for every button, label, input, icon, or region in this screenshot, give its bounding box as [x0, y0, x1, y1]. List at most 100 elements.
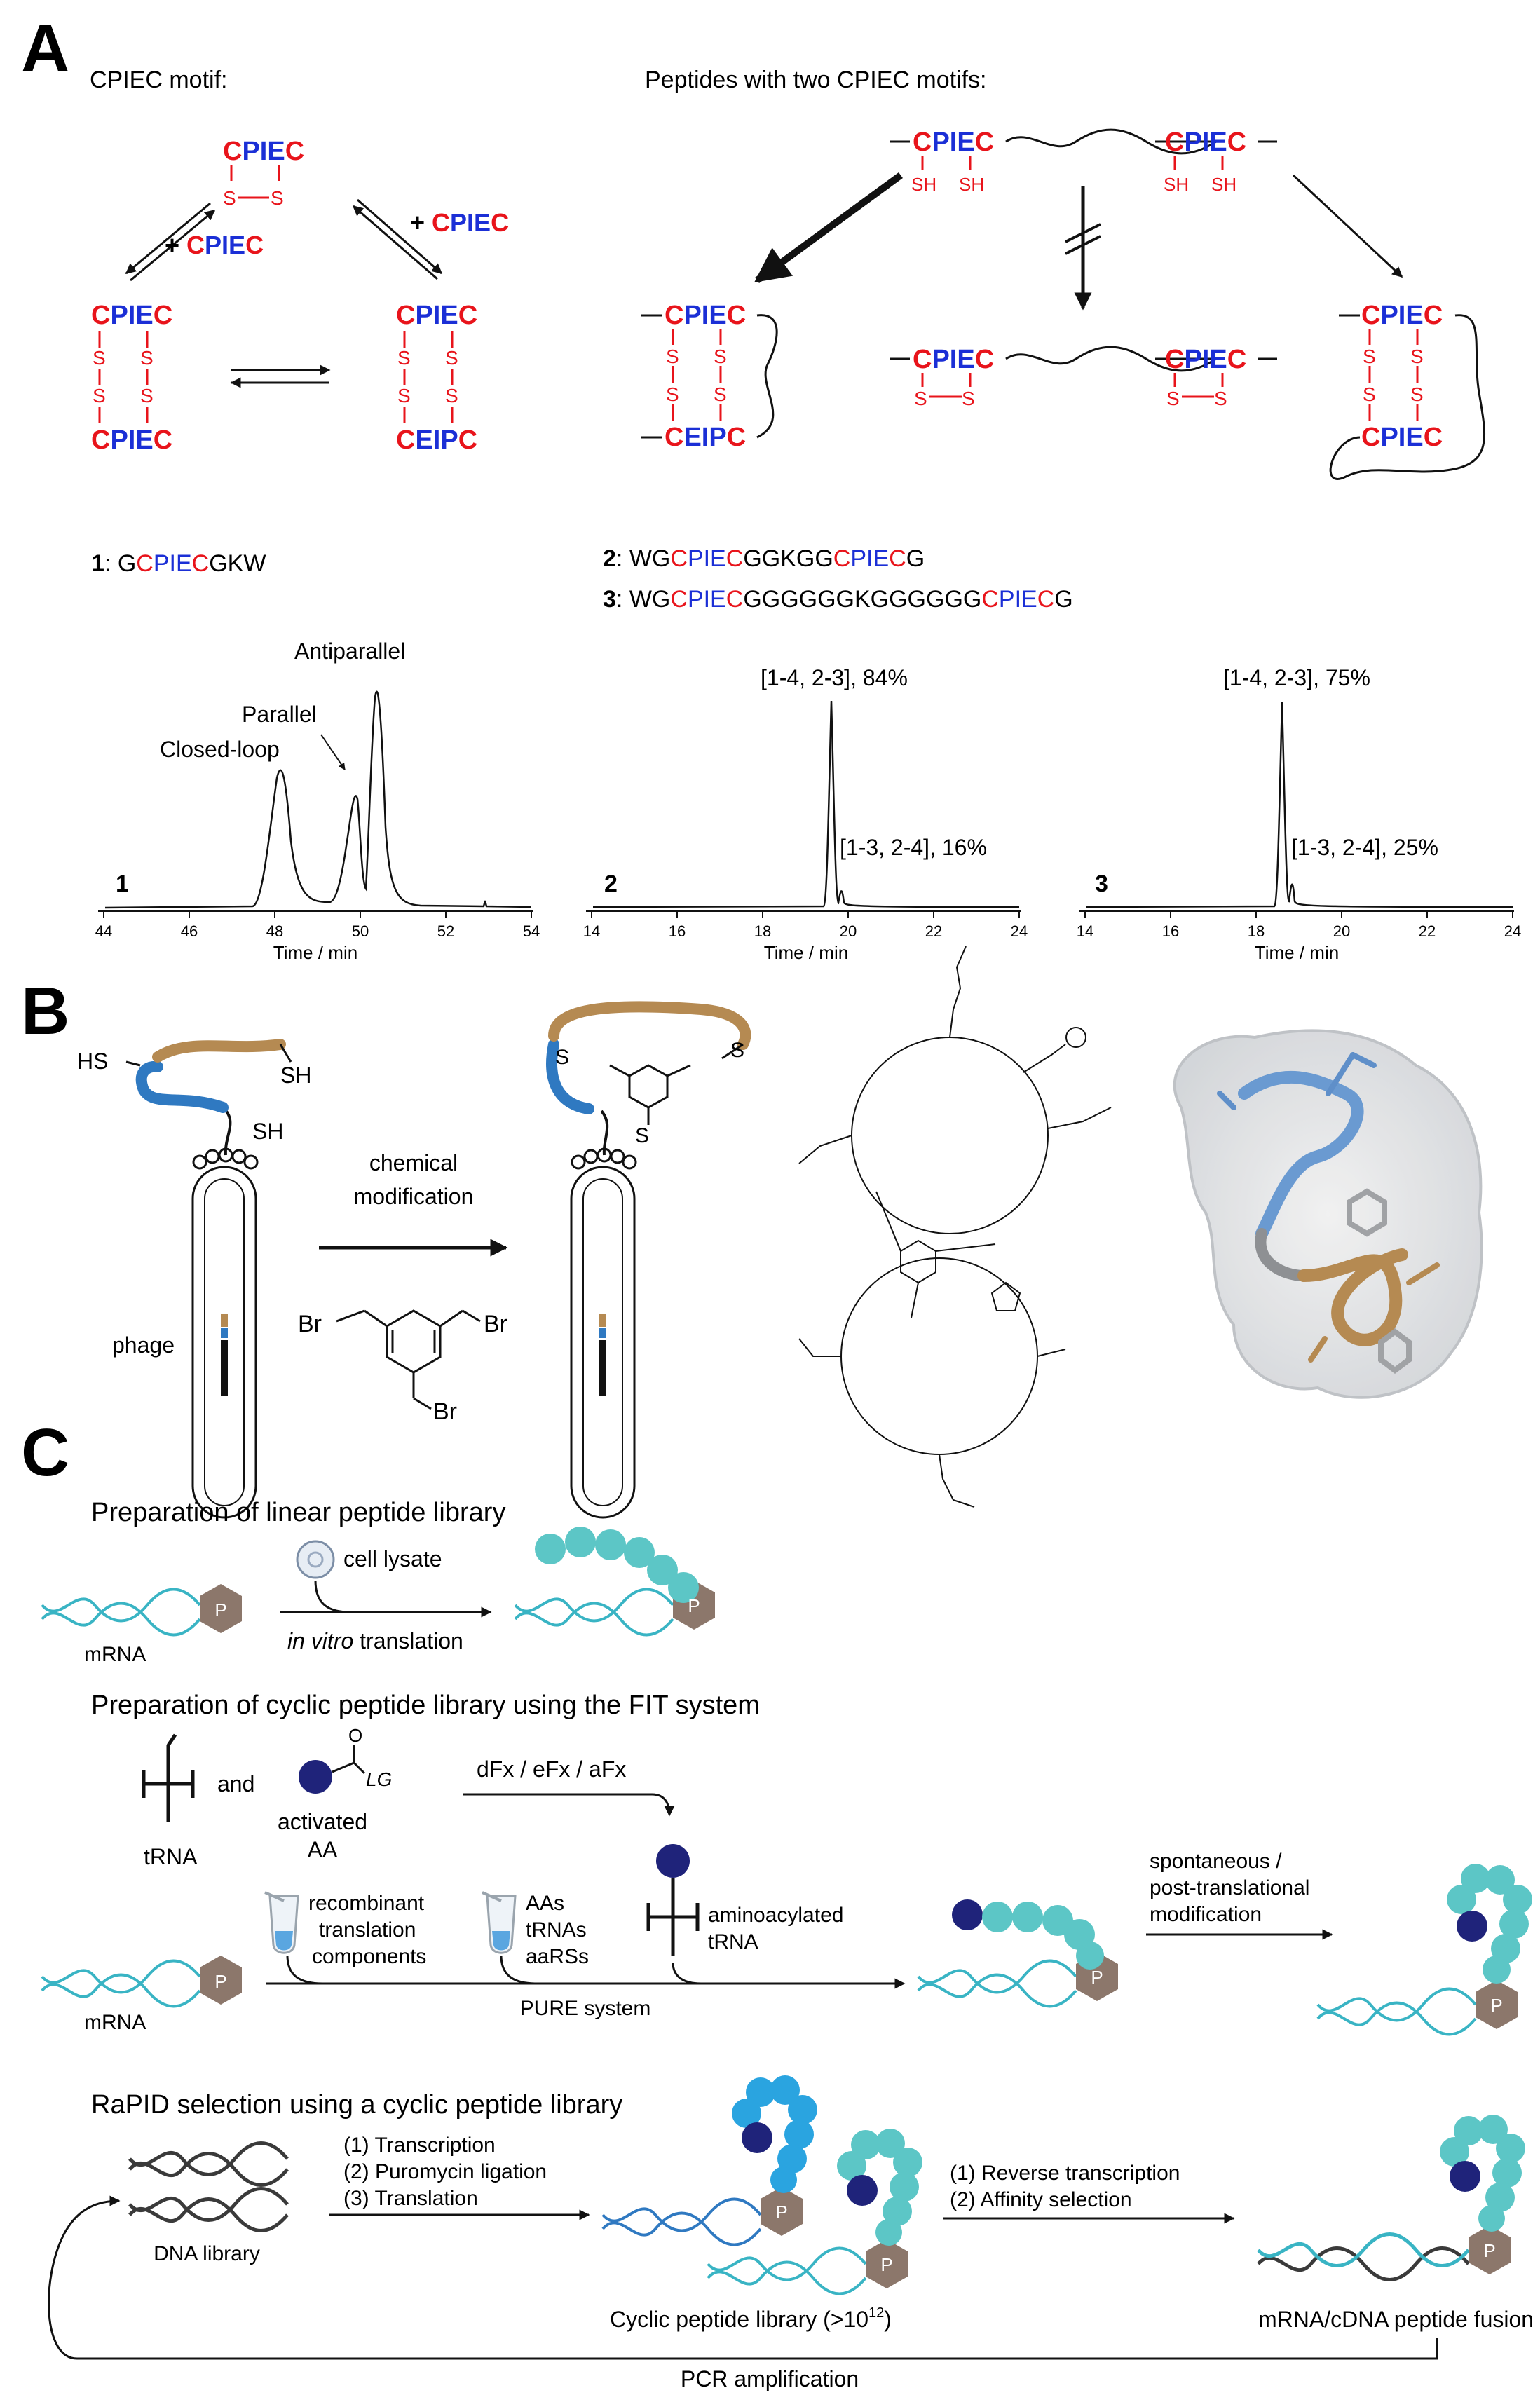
s2-mrna-label: mRNA: [84, 2011, 146, 2034]
sequence-1: 1: GCPIECGKW: [91, 550, 266, 577]
svg-text:CPIEC: CPIEC: [1165, 128, 1246, 157]
svg-text:S: S: [1363, 383, 1376, 405]
flexizyme-arrow: [463, 1793, 675, 1817]
svg-text:S: S: [1410, 383, 1424, 405]
chrom1-ticks: [103, 911, 532, 918]
panel-c-letter: C: [21, 1415, 69, 1490]
cell-lysate-icon: [296, 1540, 335, 1579]
chrom3-tick: 16: [1162, 922, 1179, 940]
phage-before: [125, 1039, 292, 1519]
rapid-upper-p: P: [775, 2202, 787, 2223]
rtc-label-2: translation: [319, 1918, 416, 1942]
s1-puromycin-label: P: [214, 1599, 226, 1620]
br-bottom: Br: [433, 1398, 457, 1425]
hs-label: HS: [77, 1049, 108, 1074]
label-antiparallel: Antiparallel: [294, 639, 405, 664]
chrom3-trace: [1086, 702, 1513, 908]
svg-text:S: S: [223, 187, 236, 209]
s2-cyclic-product: [1316, 1864, 1532, 2036]
chrom2-minor-label: [1-3, 2-4], 16%: [840, 835, 987, 860]
rt-step-1: (1) Reverse transcription: [950, 2162, 1180, 2185]
s-label-left: S: [555, 1046, 569, 1069]
aas-label: AAs: [526, 1892, 564, 1915]
svg-text:S: S: [714, 383, 727, 405]
chem-mod-label-1: chemical: [369, 1150, 458, 1175]
section3-title: RaPID selection using a cyclic peptide l…: [91, 2090, 622, 2120]
tbmb-reagent: [336, 1309, 481, 1410]
chrom3-tick: 18: [1248, 922, 1265, 940]
s2-mrna: [41, 1959, 201, 2008]
phage-label: phage: [112, 1332, 175, 1358]
s1-product-p: P: [688, 1595, 700, 1616]
svg-text:CPIEC: CPIEC: [91, 425, 172, 455]
svg-text:S: S: [140, 385, 154, 407]
pcr-label: PCR amplification: [681, 2366, 859, 2391]
aminoacylated-label-2: tRNA: [708, 1930, 758, 1953]
panel-a-letter: A: [21, 11, 69, 86]
rapid-library-lower: [707, 2129, 922, 2295]
svg-text:CPIEC: CPIEC: [665, 301, 746, 330]
plus-cpiec-left: + CPIEC: [165, 231, 264, 259]
chrom3-id: 3: [1095, 871, 1108, 897]
cpiec-motif-title: CPIEC motif:: [90, 67, 227, 93]
svg-text:S: S: [914, 388, 927, 409]
chem-mod-label-2: modification: [354, 1184, 474, 1209]
chrom1-tick: 44: [95, 922, 112, 940]
label-parallel: Parallel: [242, 702, 317, 727]
bicyclic-peptide-structure: [798, 946, 1112, 1508]
phage-after: [546, 1001, 751, 1519]
spontaneous-label-1: spontaneous /: [1150, 1850, 1282, 1873]
svg-text:S: S: [93, 347, 106, 369]
chrom2-xlabel: Time / min: [764, 942, 848, 963]
chrom1-tick: 54: [523, 922, 540, 940]
lg-label: LG: [366, 1768, 392, 1790]
sequence-3: 3: WGCPIECGGGGGGKGGGGGGCPIECG: [603, 586, 1073, 613]
svg-text:S: S: [1214, 388, 1227, 409]
chrom2-tick: 20: [840, 922, 857, 940]
svg-text:CPIEC: CPIEC: [913, 128, 994, 157]
br-left: Br: [298, 1311, 322, 1337]
s1-product: [514, 1527, 715, 1637]
svg-text:S: S: [397, 347, 411, 369]
mrna-cdna-fusion: [1257, 2115, 1525, 2281]
s1-mrna: [41, 1588, 201, 1637]
arrow-to-antiparallel: [754, 172, 903, 284]
flexizyme-label: dFx / eFx / aFx: [477, 1756, 626, 1782]
svg-text:CPIEC: CPIEC: [1361, 423, 1443, 452]
s-label-bottom: S: [635, 1124, 649, 1147]
arrow-to-parallel: [1292, 174, 1403, 278]
svg-text:CPIEC: CPIEC: [1361, 301, 1443, 330]
rtc-label-1: recombinant: [308, 1892, 425, 1915]
svg-text:CPIEC: CPIEC: [396, 301, 477, 330]
chrom2-major-label: [1-4, 2-3], 84%: [761, 665, 908, 690]
blocked-mark: [1065, 223, 1101, 255]
svg-text:CPIEC: CPIEC: [223, 137, 304, 166]
chrom1-tick: 50: [352, 922, 369, 940]
dna-library-icon: [128, 2141, 289, 2232]
chrom2-trace: [592, 700, 1020, 908]
svg-text:S: S: [666, 383, 679, 405]
chrom2-tick: 22: [925, 922, 942, 940]
cyclic-library-label: Cyclic peptide library (>1012): [610, 2305, 892, 2332]
chrom3-xlabel: Time / min: [1255, 942, 1339, 963]
aminoacylated-label-1: aminoacylated: [708, 1904, 843, 1927]
svg-text:CEIPC: CEIPC: [665, 423, 746, 452]
chromatogram-1: 44 46 48 50 52 54 Time / min 1 Closed-lo…: [95, 639, 540, 963]
step-1: (1) Transcription: [343, 2134, 496, 2157]
step-2: (2) Puromycin ligation: [343, 2160, 547, 2183]
fusion-label: mRNA/cDNA peptide fusion: [1258, 2307, 1534, 2332]
chrom1-trace: [104, 690, 532, 909]
plus-cpiec-right: + CPIEC: [410, 208, 509, 237]
two-motif-title: Peptides with two CPIEC motifs:: [645, 67, 987, 93]
chrom1-tick: 48: [266, 922, 283, 940]
aarss-label: aaRSs: [526, 1945, 589, 1968]
tube-icon-1: [264, 1891, 299, 1954]
svg-text:S: S: [397, 385, 411, 407]
fusion-p: P: [1483, 2240, 1495, 2261]
activated-label-2: AA: [308, 1837, 338, 1862]
chrom2-id: 2: [604, 871, 618, 897]
